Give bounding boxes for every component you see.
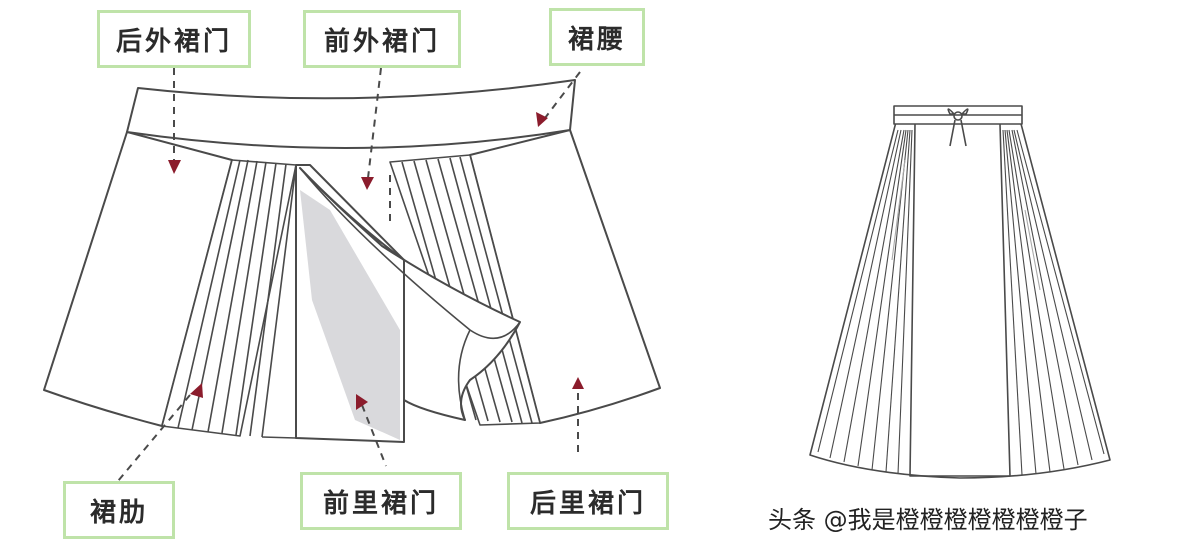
label-front-outer-panel-text: 前外裙门 <box>323 26 440 57</box>
arrow-back-outer <box>168 160 181 174</box>
label-back-inner-panel-text: 后里裙门 <box>529 488 646 519</box>
label-waistband-text: 裙腰 <box>567 24 626 55</box>
front-view-left-pleats <box>817 129 913 475</box>
front-outer-flap-shape <box>299 167 521 421</box>
front-view-right-pleats <box>1002 129 1105 476</box>
label-waistband: 裙腰 <box>549 8 645 66</box>
arrow-front-inner <box>356 394 368 410</box>
label-front-inner-panel-text: 前里裙门 <box>322 488 439 519</box>
label-back-inner-panel: 后里裙门 <box>507 472 669 530</box>
front-inner-shading <box>300 190 400 440</box>
label-side-rib: 裙肋 <box>63 481 175 539</box>
label-back-outer-panel-text: 后外裙门 <box>115 26 232 57</box>
waistband-shape <box>126 79 576 149</box>
label-front-outer-panel: 前外裙门 <box>303 10 461 68</box>
skirt-front-view <box>809 105 1111 479</box>
arrow-waist <box>536 112 548 127</box>
arrow-back-inner <box>572 377 584 389</box>
leader-lines <box>117 67 581 482</box>
label-back-outer-panel: 后外裙门 <box>97 10 251 68</box>
center-front-panel <box>909 123 1011 477</box>
arrow-markers <box>168 112 584 410</box>
arrow-rib <box>190 383 203 398</box>
label-front-inner-panel: 前里裙门 <box>300 472 462 530</box>
skirt-open-view <box>43 79 661 443</box>
skirt-silhouette <box>809 119 1111 479</box>
watermark: 头条 @我是橙橙橙橙橙橙橙子 <box>768 506 1088 534</box>
bow-icon <box>947 108 969 147</box>
label-side-rib-text: 裙肋 <box>89 497 148 528</box>
right-pleats <box>389 154 541 426</box>
arrow-front-outer <box>361 177 374 190</box>
